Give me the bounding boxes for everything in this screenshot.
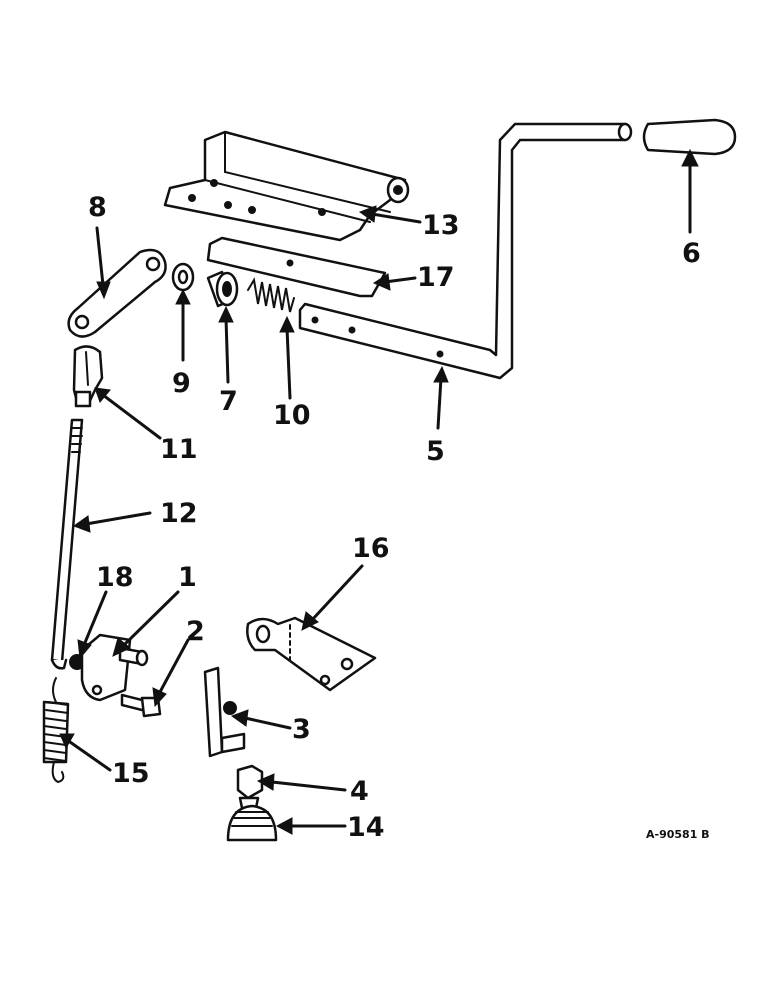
callout-6: 6 <box>682 238 701 269</box>
tension-spring-part <box>42 677 70 784</box>
rod-part <box>50 418 84 670</box>
clevis-part <box>72 345 104 408</box>
spring-part <box>247 277 295 313</box>
washer-part <box>171 262 195 292</box>
bracket-part <box>80 633 149 702</box>
crank-lever-part <box>298 122 633 380</box>
callout-18: 18 <box>96 562 134 593</box>
callout-1: 1 <box>178 562 197 593</box>
callout-10: 10 <box>273 400 311 431</box>
callout-12: 12 <box>160 498 198 529</box>
callout-17: 17 <box>417 262 455 293</box>
link-arm-part <box>67 248 167 338</box>
cap-part <box>226 804 278 842</box>
hinge-plate-part <box>163 130 410 242</box>
callout-3: 3 <box>292 714 311 745</box>
leader-lines <box>59 148 699 835</box>
callout-16: 16 <box>352 533 390 564</box>
callout-15: 15 <box>112 758 150 789</box>
callout-4: 4 <box>350 776 369 807</box>
callout-2: 2 <box>186 616 205 647</box>
callout-5: 5 <box>426 436 445 467</box>
callout-13: 13 <box>422 210 460 241</box>
fitting-part <box>236 764 264 810</box>
angled-bracket-part <box>246 616 377 692</box>
flat-strip-part <box>206 236 387 298</box>
pivot-plate-part <box>203 666 246 758</box>
callout-8: 8 <box>88 192 107 223</box>
bushing-part <box>206 270 239 308</box>
callout-14: 14 <box>347 812 385 843</box>
callout-11: 11 <box>160 434 198 465</box>
callout-9: 9 <box>172 368 191 399</box>
callout-7: 7 <box>219 386 238 417</box>
handle-grip-part <box>642 118 737 156</box>
callout-labels: 8 13 17 6 9 7 10 5 11 12 16 18 1 2 3 15 … <box>88 192 701 843</box>
reference-code: A-90581 B <box>646 828 710 841</box>
